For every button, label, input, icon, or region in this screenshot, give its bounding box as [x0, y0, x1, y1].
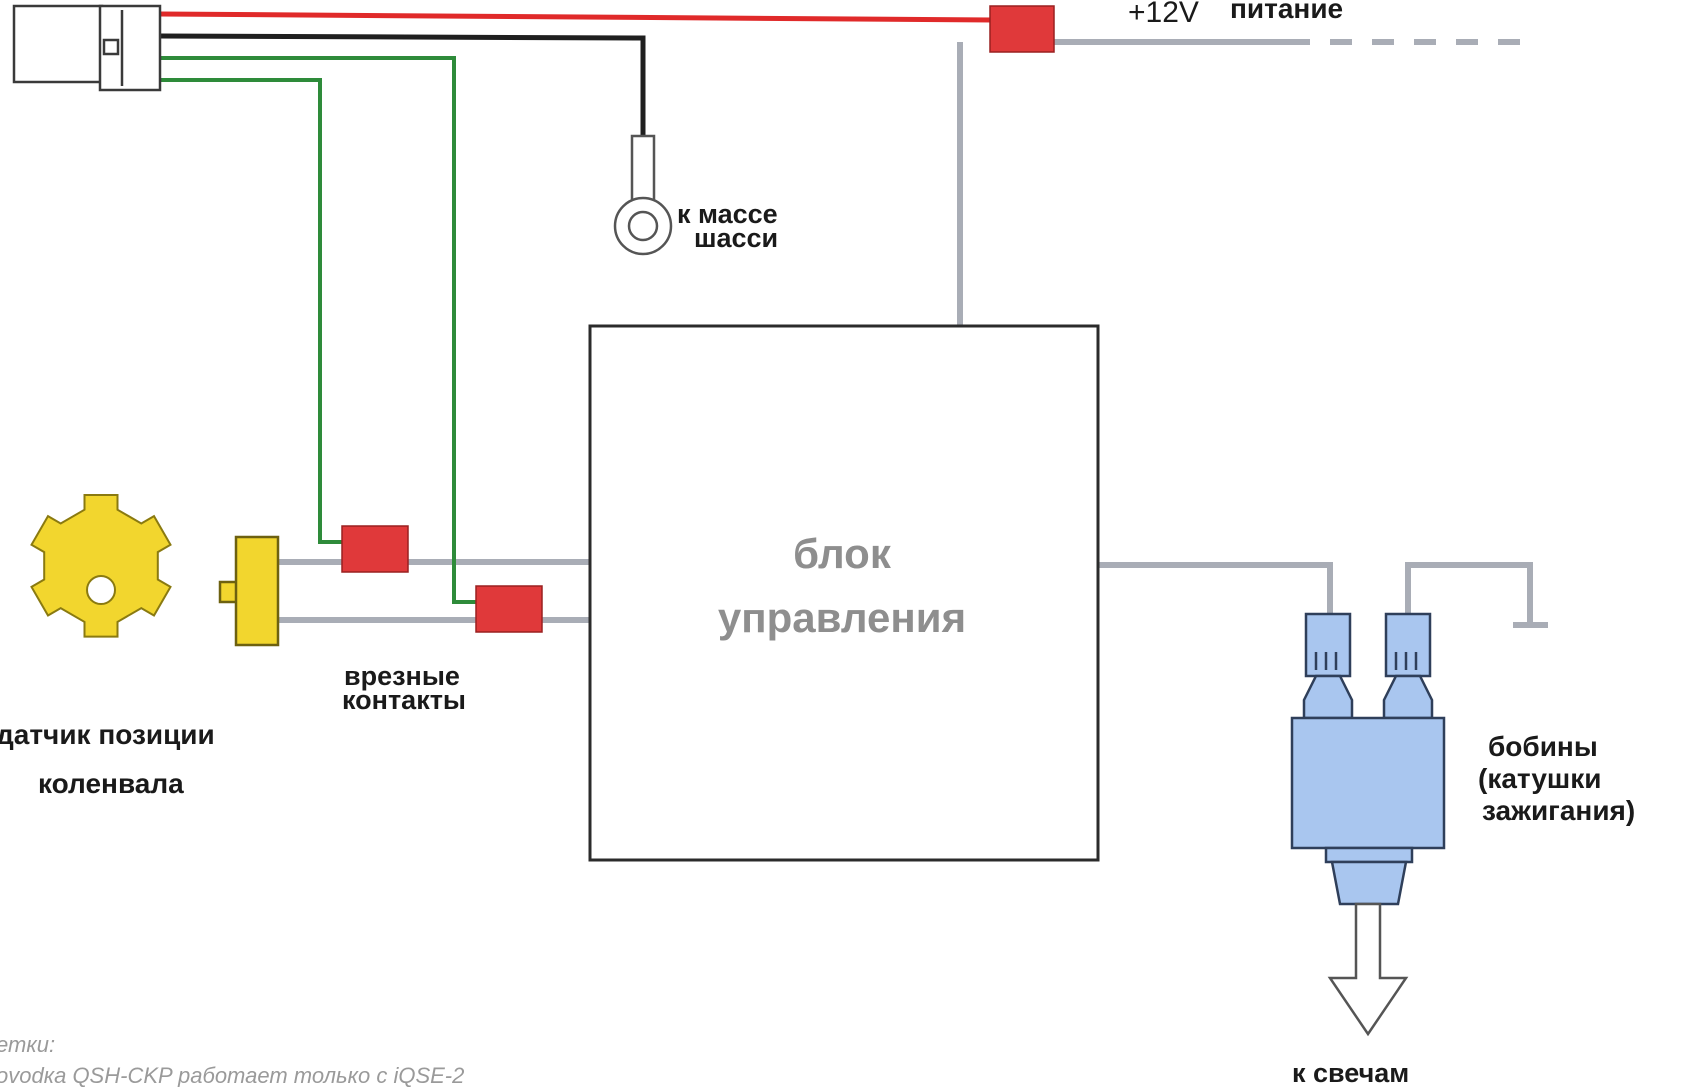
coil-wire-left: [1098, 562, 1333, 615]
ignition-coil-icon: [1290, 612, 1446, 906]
coils-label-line1: бобины: [1488, 731, 1598, 762]
plugs-label: к свечам: [1292, 1058, 1409, 1087]
black-ground-wire: [159, 33, 646, 136]
sensor-label-line1: датчик позиции: [0, 719, 215, 750]
ground-label-line1: к массе: [677, 199, 778, 229]
ground-label-line2: шасси: [694, 223, 778, 253]
power-label: питание: [1230, 0, 1343, 24]
power-voltage-label: +12V: [1128, 0, 1199, 29]
red-power-wire: [159, 11, 993, 23]
note-line1: етки:: [0, 1032, 55, 1057]
ecu-label-line2: управления: [718, 594, 966, 641]
ecu-box: [588, 324, 1100, 862]
coils-label-line3: зажигания): [1482, 795, 1635, 826]
taps-label-line1: врезные: [344, 661, 460, 691]
crank-sensor-icon: [218, 535, 280, 647]
coils-label-line2: (катушки: [1478, 763, 1601, 794]
tap-connector-1: [341, 525, 409, 573]
arrow-down-icon: [1327, 902, 1409, 1037]
gear-icon: [30, 494, 172, 638]
sensor-label-line2: коленвала: [38, 768, 184, 799]
note-line2: ovodка QSH-CKP работает только с iQSE-2: [0, 1063, 464, 1087]
power-tap-connector: [989, 5, 1055, 53]
ecu-label-line1: блок: [793, 530, 892, 577]
green-wire-a: [160, 56, 476, 604]
harness-connector: [12, 4, 162, 92]
ground-terminal-icon: [613, 134, 673, 256]
green-wire-b: [160, 78, 342, 544]
taps-label-line2: контакты: [342, 685, 466, 715]
coil-wire-right: [1405, 562, 1533, 625]
tap-connector-2: [475, 585, 543, 633]
gear-hole: [86, 575, 116, 605]
